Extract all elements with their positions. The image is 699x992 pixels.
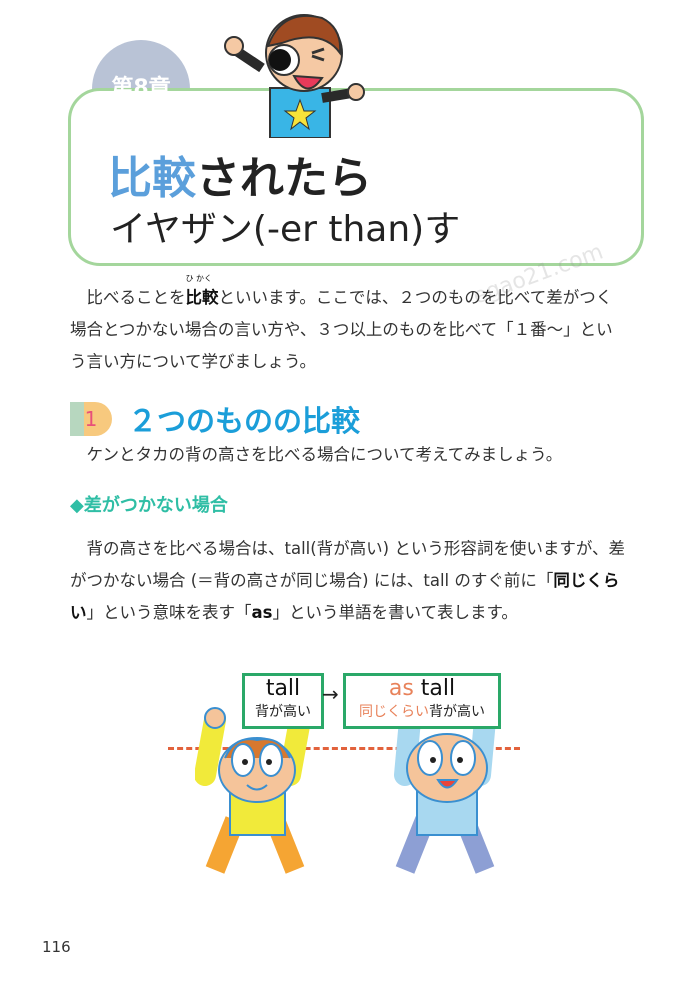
card-japanese: 背が高い xyxy=(429,704,485,720)
explanation-text: 」という単語を書いて表します。 xyxy=(272,603,518,622)
tall-word-card: tall 背が高い xyxy=(242,673,324,729)
intro-text: 比べることを xyxy=(86,288,186,307)
ken-figure xyxy=(195,701,314,874)
intro-paragraph: 比べることをひ かく比較といいます。ここでは、２つのものを比べて差がつく 場合と… xyxy=(70,274,632,378)
intro-bold-term: ひ かく比較 xyxy=(185,274,219,307)
intro-text: といいます。ここでは、２つのものを比べて差がつく xyxy=(218,288,613,307)
explanation-text: がつかない場合 (＝背の高さが同じ場合) には、tall のすぐ前に「 xyxy=(70,571,554,590)
explanation-paragraph: 背の高さを比べる場合は、tall(背が高い) という形容詞を使いますが、差 がつ… xyxy=(70,533,632,629)
chapter-label: 第8章 xyxy=(111,76,171,101)
height-dashed-line xyxy=(168,747,520,750)
explanation-text: 」という意味を表す「 xyxy=(86,603,252,622)
card-english-accent: as xyxy=(388,676,414,701)
arrow-icon: → xyxy=(322,682,339,706)
bold-term: い xyxy=(70,603,87,622)
bold-as: as xyxy=(251,603,273,622)
card-english: tall xyxy=(265,676,301,701)
subsection-title: ◆差がつかない場合 xyxy=(70,495,228,516)
bold-term: 同じくら xyxy=(553,571,620,590)
section-number-badge: 1 xyxy=(70,402,112,436)
section-lead: ケンとタカの背の高さを比べる場合について考えてみましょう。 xyxy=(86,445,563,464)
card-japanese-accent: 同じくらい xyxy=(359,704,429,720)
chapter-subtitle: イヤザン(-er than)す xyxy=(110,209,461,250)
explanation-text: 背の高さを比べる場合は、tall(背が高い) という形容詞を使いますが、差 xyxy=(86,539,626,558)
mascot-boy-illustration xyxy=(224,14,365,138)
title-highlight: 比較 xyxy=(108,153,196,204)
as-tall-word-card: as tall 同じくらい背が高い xyxy=(343,673,501,729)
intro-text: 場合とつかない場合の言い方や、３つ以上のものを比べて「１番～」とい xyxy=(70,320,613,339)
ruby-text: ひ かく xyxy=(185,274,213,283)
section-title: ２つのものの比較 xyxy=(128,404,361,438)
chapter-title: 比較されたら xyxy=(108,142,372,206)
card-english: tall xyxy=(420,676,456,701)
two-boys-illustration xyxy=(195,701,498,874)
page-number: 116 xyxy=(42,938,71,956)
card-japanese: 背が高い xyxy=(255,704,311,720)
title-box xyxy=(68,88,644,266)
intro-text: う言い方について学びましょう。 xyxy=(70,352,317,371)
title-rest: されたら xyxy=(196,153,372,204)
